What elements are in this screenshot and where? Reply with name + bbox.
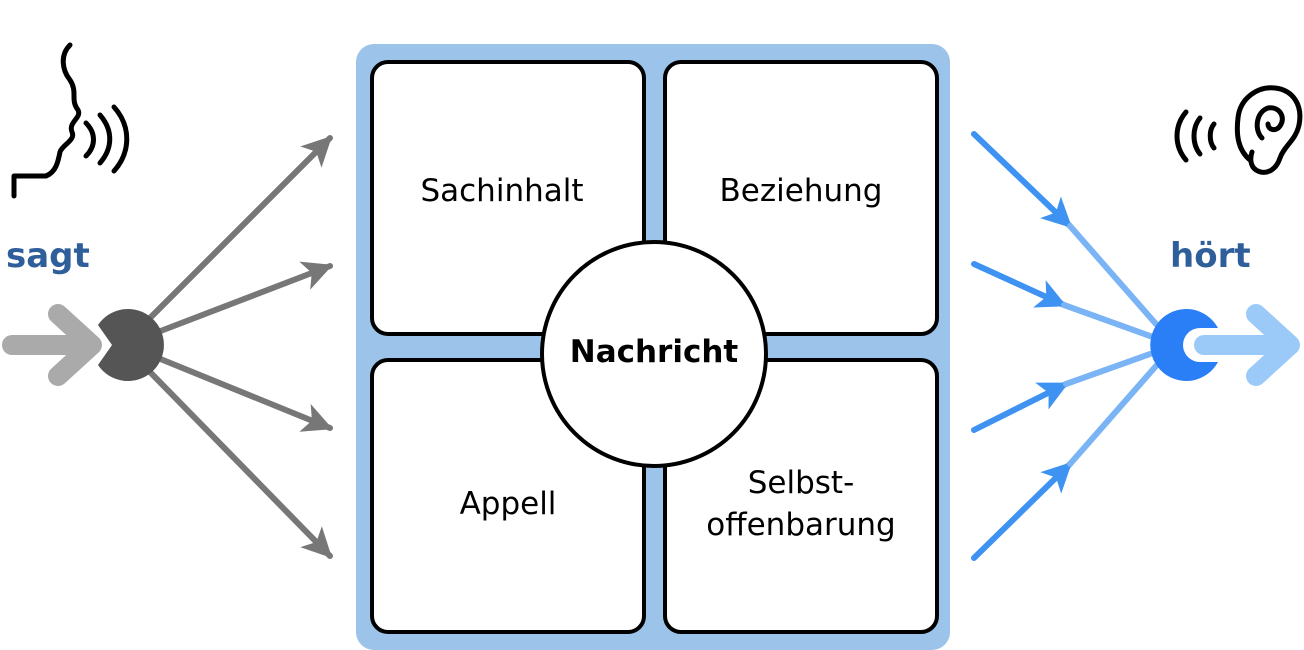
sender-arrow-1	[147, 135, 333, 321]
input-arrow	[2, 304, 102, 386]
quadrant-label-selbst: Selbst-	[747, 465, 855, 501]
speaking-head-icon	[11, 42, 130, 199]
output-arrow	[1194, 304, 1300, 386]
sender-label: sagt	[6, 236, 90, 276]
sender-arrows	[147, 135, 333, 559]
quadrant-top-right	[663, 60, 939, 336]
receiver-node	[1150, 309, 1218, 382]
quadrant-label-beziehung: Beziehung	[719, 173, 883, 209]
quadrant-label-appell: Appell	[459, 486, 557, 522]
message-center-label: Nachricht	[569, 334, 739, 370]
quadrant-label-sachinhalt: Sachinhalt	[420, 173, 584, 209]
ear-icon	[1174, 85, 1303, 175]
receiver-arrow-1	[971, 131, 1073, 229]
sender-arrow-4	[147, 369, 333, 559]
sender-arrow-3	[155, 355, 333, 432]
receiver-arrow-4	[971, 461, 1073, 561]
quadrant-top-left	[370, 60, 646, 336]
quadrant-label-offenbarung: offenbarung	[706, 507, 896, 543]
message-center-circle	[540, 240, 768, 468]
sender-node	[98, 309, 164, 382]
receiver-arrow-2	[971, 261, 1067, 308]
receiver-arrow-3	[971, 381, 1069, 433]
sender-arrow-2	[155, 261, 333, 335]
receiver-arrows	[971, 131, 1159, 561]
receiver-label: hört	[1170, 236, 1251, 276]
